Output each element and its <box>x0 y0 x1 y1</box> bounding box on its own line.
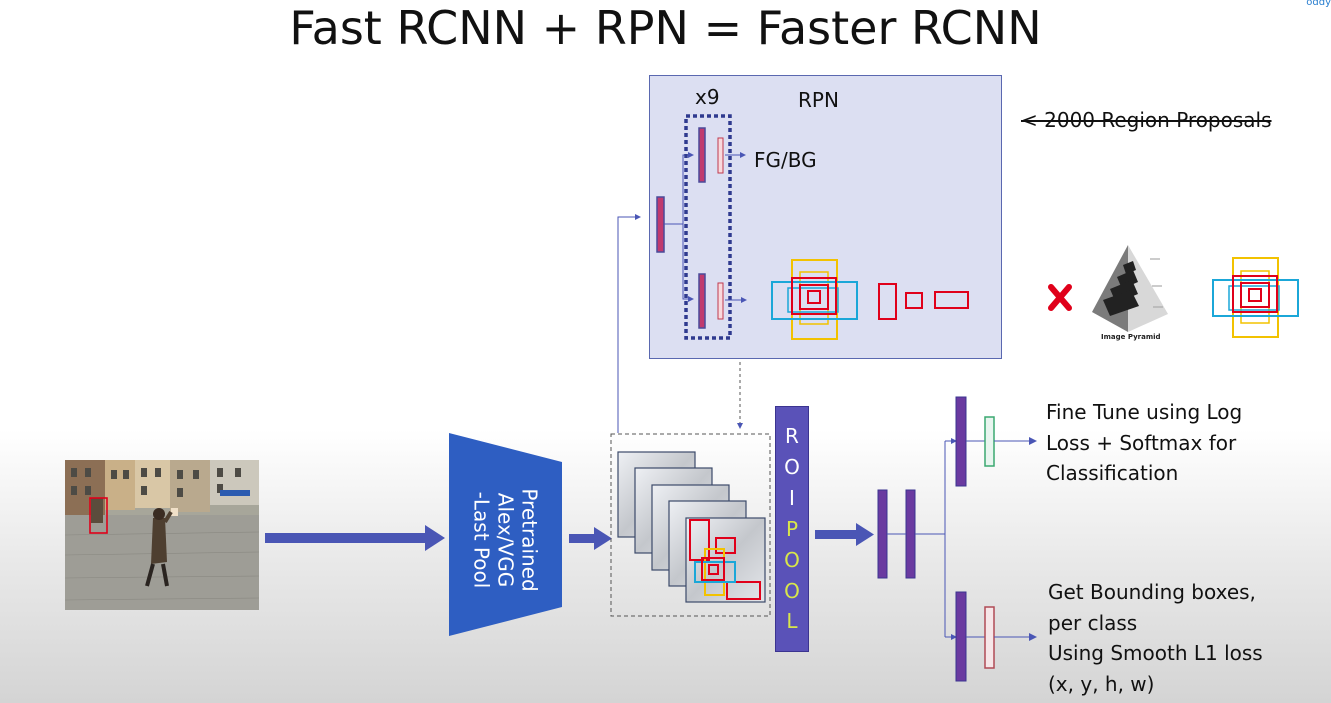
bbox-line: per class <box>1048 610 1138 635</box>
rpn-cls-out <box>717 137 724 174</box>
rpn-branch-bottom <box>682 224 694 302</box>
backbone-label: Pretrained Alex/VGG -Last Pool <box>450 455 562 625</box>
roi-pool-layer: R O I P O O L <box>775 406 809 652</box>
classification-line: Loss + Softmax for <box>1046 430 1237 455</box>
roi-letter: P <box>785 516 799 541</box>
image-pyramid-icon <box>1092 245 1168 332</box>
bbox-line: (x, y, h, w) <box>1048 671 1155 696</box>
roi-letter: I <box>789 486 795 511</box>
feature-map-dashed-frame <box>610 433 771 617</box>
fc-layer-2 <box>905 489 916 579</box>
feature-map-proposals <box>689 519 761 600</box>
roi-letter: O <box>784 455 800 480</box>
page-title: Fast RCNN + RPN = Faster RCNN <box>289 1 1042 55</box>
anchors-dotted-box <box>684 114 732 340</box>
input-to-backbone-arrow <box>265 525 445 551</box>
corner-watermark: oddy <box>1306 0 1331 8</box>
rpn-label: RPN <box>798 88 839 112</box>
bbox-line: Using Smooth L1 loss <box>1048 641 1263 665</box>
classification-text: Fine Tune using Log Loss + Softmax for C… <box>1046 397 1242 489</box>
fg-bg-label: FG/BG <box>754 148 817 172</box>
bbox-fc-bar <box>955 591 967 682</box>
cls-output-bar <box>984 416 995 467</box>
classification-line: Classification <box>1046 461 1179 485</box>
region-proposals-label: < 2000 Region Proposals <box>1021 108 1272 132</box>
fc-layer-1 <box>877 489 888 579</box>
roi-letter: O <box>784 547 800 572</box>
cls-fc-bar <box>955 396 967 487</box>
bbox-text: Get Bounding boxes, per class Using Smoo… <box>1048 577 1263 699</box>
anchor-boxes-right <box>1212 257 1299 338</box>
rpn-reg-bar <box>698 273 706 329</box>
rpn-cls-bar <box>698 127 706 183</box>
no-pyramid-x-icon <box>1048 284 1072 311</box>
feature-map-stack <box>617 451 766 603</box>
roi-letter: L <box>786 609 798 634</box>
rpn-branch-top <box>664 152 694 225</box>
bbox-output-bar <box>984 606 995 669</box>
feature-to-rpn-connector <box>617 214 641 433</box>
rpn-conv-bar <box>656 196 665 253</box>
roi-letter: R <box>785 424 799 449</box>
roi-to-fc-arrow <box>815 523 874 546</box>
backbone-trapezoid <box>449 433 562 636</box>
anchor-boxes <box>771 259 858 340</box>
image-pyramid-label: Image Pyramid <box>1101 333 1161 341</box>
anchor-shapes <box>878 283 969 320</box>
backbone-line-2: Alex/VGG <box>493 492 518 588</box>
roi-letter: O <box>784 578 800 603</box>
backbone-line-1: Pretrained <box>517 488 542 592</box>
input-photo <box>65 460 259 610</box>
classification-line: Fine Tune using Log <box>1046 400 1243 424</box>
anchor-multiplier-label: x9 <box>695 85 720 109</box>
backbone-to-feature-arrow <box>569 527 612 550</box>
backbone-line-3: -Last Pool <box>469 491 494 589</box>
rpn-reg-out <box>717 282 724 320</box>
bbox-line: Get Bounding boxes, <box>1048 580 1256 604</box>
